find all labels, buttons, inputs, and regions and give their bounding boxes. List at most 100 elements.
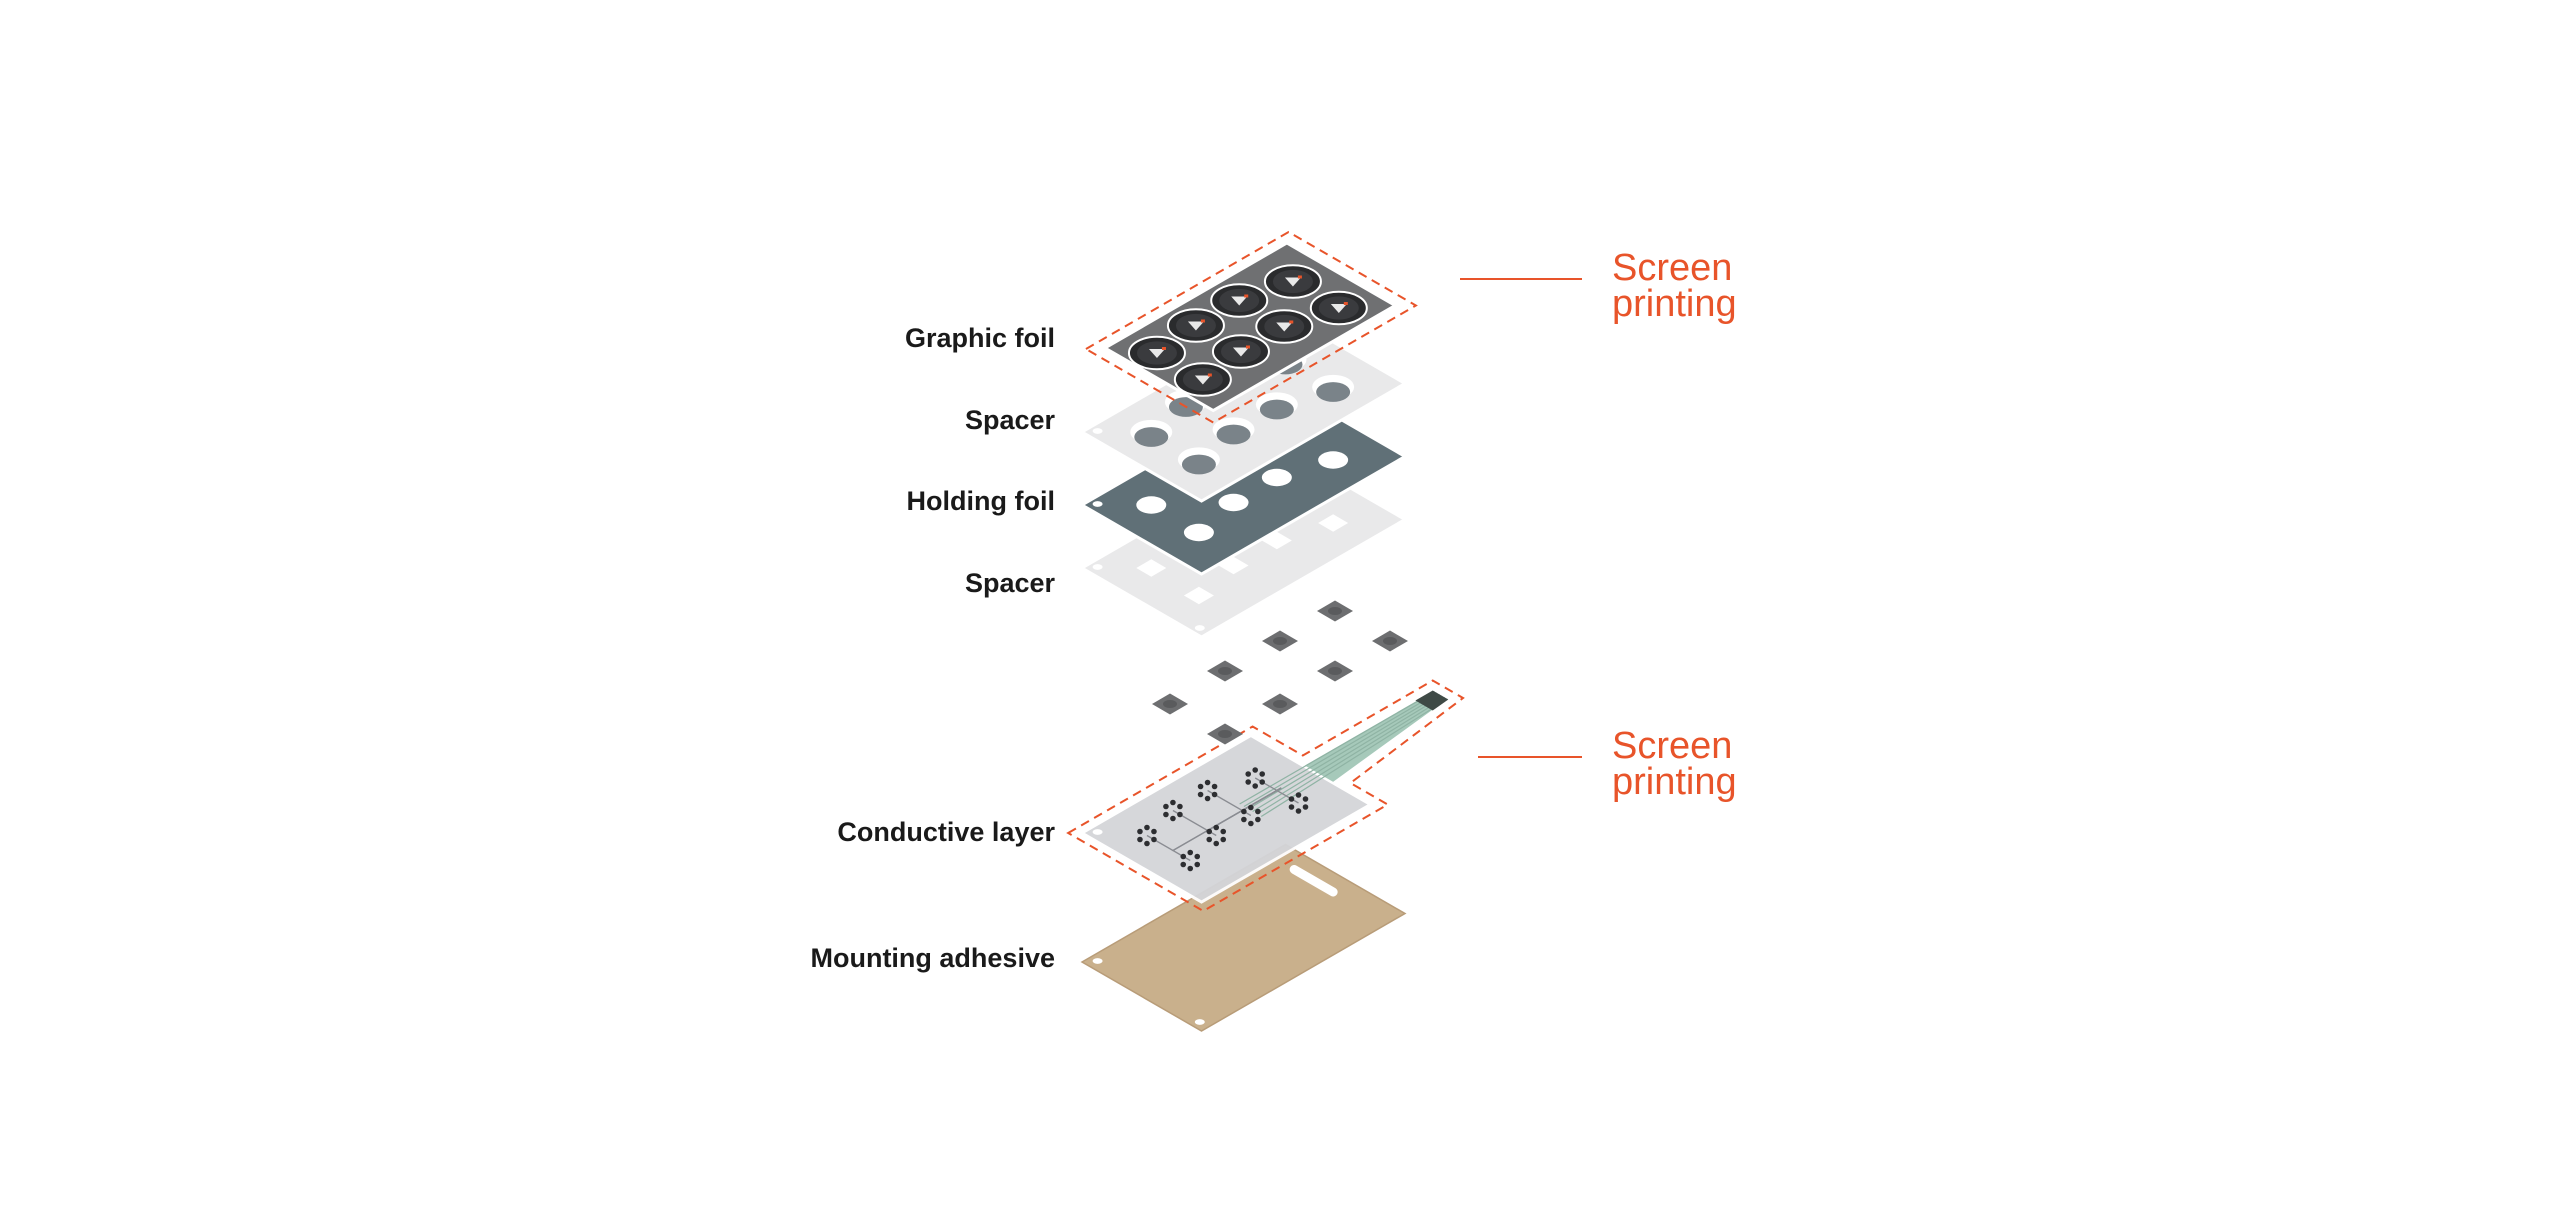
contact-dot bbox=[1170, 799, 1176, 806]
conductive-layer-plate bbox=[1079, 689, 1451, 904]
label-mounting-adhesive: Mounting adhesive bbox=[810, 943, 1055, 973]
contact-dot bbox=[1197, 783, 1204, 790]
contact-dot bbox=[1220, 828, 1227, 835]
label-graphic-foil: Graphic foil bbox=[904, 323, 1055, 353]
contact-dot bbox=[1206, 828, 1213, 835]
contact-dot bbox=[1302, 804, 1309, 810]
screen-printing-outline-top bbox=[1083, 230, 1418, 424]
contact-dot bbox=[1194, 861, 1201, 868]
key-led-icon bbox=[1245, 345, 1250, 349]
dome-center bbox=[1218, 666, 1232, 676]
contact-dot bbox=[1197, 791, 1204, 798]
contact-dot bbox=[1151, 828, 1157, 835]
key-icon bbox=[1187, 321, 1204, 331]
contact-dot bbox=[1295, 792, 1302, 798]
contact-dot bbox=[1187, 865, 1194, 872]
dome-center bbox=[1383, 636, 1397, 646]
key-icon bbox=[1276, 322, 1293, 332]
key-icon bbox=[1231, 296, 1248, 306]
holding-foil-pin bbox=[1092, 501, 1103, 507]
dome-center bbox=[1328, 666, 1342, 676]
spacer-square-hole bbox=[1318, 514, 1349, 532]
tail-connector bbox=[1415, 690, 1449, 711]
callout-line-2: printing bbox=[1612, 283, 1737, 325]
dome-center bbox=[1273, 636, 1287, 646]
spacer-hole bbox=[1092, 428, 1103, 434]
contact-dot bbox=[1137, 828, 1143, 835]
label-spacer-top: Spacer bbox=[964, 405, 1055, 435]
key-led-icon bbox=[1207, 373, 1212, 377]
tail-trace bbox=[1247, 693, 1440, 810]
contact-dot bbox=[1137, 836, 1143, 843]
contact-dot bbox=[1241, 808, 1247, 815]
holding-foil-hole bbox=[1183, 523, 1214, 542]
contact-dot bbox=[1288, 804, 1295, 810]
key-led-icon bbox=[1297, 275, 1302, 279]
spacer-hole-shadow bbox=[1216, 424, 1251, 445]
key-led-icon bbox=[1200, 319, 1205, 323]
contact-dot bbox=[1213, 840, 1220, 847]
dome-center bbox=[1273, 699, 1287, 709]
key-led-icon bbox=[1161, 347, 1166, 350]
contact-dot bbox=[1177, 811, 1183, 818]
contact-dot bbox=[1213, 824, 1220, 831]
contact-dot bbox=[1204, 795, 1211, 802]
contact-dot bbox=[1241, 816, 1247, 823]
label-conductive-layer: Conductive layer bbox=[837, 817, 1055, 847]
holding-foil-hole bbox=[1218, 493, 1249, 512]
tail-trace bbox=[1252, 695, 1443, 813]
graphic-foil-surface bbox=[1102, 241, 1399, 413]
contact-dot bbox=[1151, 836, 1157, 843]
contact-dot bbox=[1259, 779, 1265, 785]
tail-trace bbox=[1256, 696, 1446, 815]
contact-dot bbox=[1194, 853, 1201, 860]
metal-domes bbox=[1152, 600, 1408, 745]
key-icon bbox=[1148, 349, 1165, 358]
key-led-icon bbox=[1289, 320, 1294, 324]
contact-dot bbox=[1220, 836, 1227, 843]
spacer-hole-shadow bbox=[1316, 382, 1351, 402]
callout-screen-printing-bottom: Screen printing bbox=[1612, 725, 1737, 801]
holding-foil-hole bbox=[1136, 496, 1167, 514]
contact-dot bbox=[1248, 804, 1254, 811]
key-icon bbox=[1330, 304, 1347, 313]
graphic-foil-plate bbox=[1102, 241, 1399, 413]
label-spacer-bottom: Spacer bbox=[964, 568, 1055, 598]
contact-dot bbox=[1248, 820, 1254, 827]
dome-center bbox=[1328, 606, 1342, 616]
callout-line-1: Screen bbox=[1612, 247, 1733, 289]
spacer-hole bbox=[1194, 625, 1205, 631]
contact-dot bbox=[1302, 796, 1309, 802]
contact-dot bbox=[1204, 779, 1211, 786]
dome-center bbox=[1163, 699, 1177, 709]
contact-dot bbox=[1170, 815, 1176, 822]
holding-foil-hole bbox=[1318, 451, 1349, 469]
contact-dot bbox=[1163, 803, 1169, 810]
callout-screen-printing-top: Screen printing bbox=[1612, 247, 1737, 325]
screen-printing-outline-bottom bbox=[1066, 679, 1465, 913]
spacer-hole-shadow bbox=[1134, 427, 1169, 447]
spacer-hole bbox=[1092, 564, 1103, 570]
key-led-icon bbox=[1343, 302, 1348, 305]
contact-dot bbox=[1295, 808, 1302, 814]
key-led-icon bbox=[1244, 294, 1249, 298]
contact-dot bbox=[1180, 861, 1187, 868]
tail-trace bbox=[1243, 692, 1438, 808]
spacer-hole-shadow bbox=[1181, 454, 1216, 475]
contact-dot bbox=[1211, 783, 1218, 790]
callout-line-1: Screen bbox=[1612, 725, 1733, 767]
contact-dot bbox=[1259, 771, 1265, 777]
contact-dot bbox=[1245, 771, 1251, 777]
contact-dot bbox=[1255, 816, 1261, 823]
contact-dot bbox=[1252, 783, 1258, 789]
contact-dot bbox=[1288, 796, 1295, 802]
contact-dot bbox=[1211, 791, 1218, 798]
adhesive-hole bbox=[1194, 1019, 1205, 1025]
spacer-square-hole bbox=[1136, 559, 1167, 577]
conductive-surface bbox=[1079, 733, 1374, 904]
adhesive-tail-slot bbox=[1289, 865, 1338, 897]
spacer-hole-shadow bbox=[1259, 399, 1294, 420]
contact-dot bbox=[1180, 853, 1187, 860]
tail-trace bbox=[1239, 690, 1435, 805]
